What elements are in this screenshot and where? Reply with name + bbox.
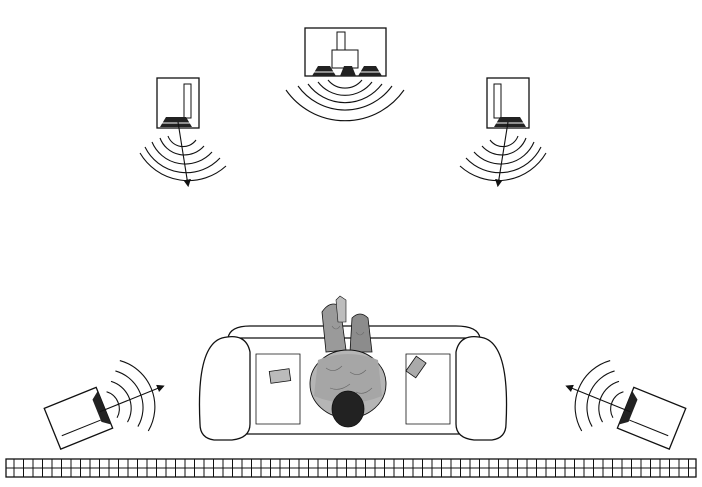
front-right-direction-arrow [495, 121, 509, 188]
surround-left-speaker-icon [43, 352, 167, 450]
surround-right-direction-arrow [565, 384, 631, 413]
front-left-speaker-icon [139, 77, 227, 188]
front-right-sound-waves [459, 135, 547, 182]
listener-icon [309, 295, 387, 428]
center-sound-waves [285, 79, 405, 122]
front-left-direction-arrow [177, 121, 191, 188]
rear-wall-icon [5, 458, 697, 478]
center-speaker-icon [285, 27, 405, 122]
surround-right-speaker-icon [563, 352, 687, 450]
surround-left-direction-arrow [99, 384, 165, 413]
front-left-sound-waves [139, 135, 227, 182]
sofa-items-icon [268, 355, 427, 384]
front-right-speaker-icon [459, 77, 547, 188]
